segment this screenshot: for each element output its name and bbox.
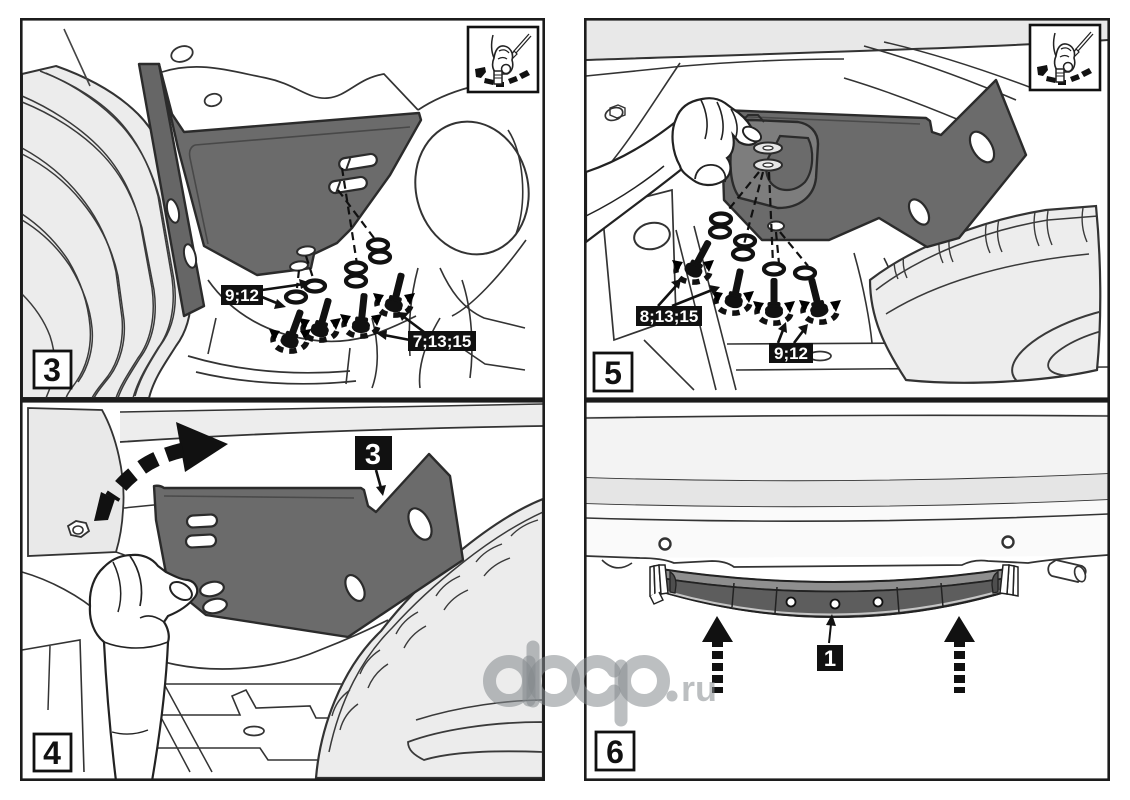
svg-text:5: 5	[604, 355, 622, 391]
svg-text:1: 1	[824, 646, 836, 671]
svg-text:3: 3	[365, 439, 381, 471]
svg-text:3: 3	[43, 352, 61, 388]
svg-text:9;12: 9;12	[774, 344, 808, 363]
svg-text:9;12: 9;12	[225, 286, 259, 305]
svg-text:4: 4	[43, 735, 61, 771]
svg-text:7;13;15: 7;13;15	[413, 332, 472, 351]
svg-text:8;13;15: 8;13;15	[640, 307, 699, 326]
svg-text:ru: ru	[681, 668, 717, 709]
svg-text:6: 6	[606, 734, 624, 770]
